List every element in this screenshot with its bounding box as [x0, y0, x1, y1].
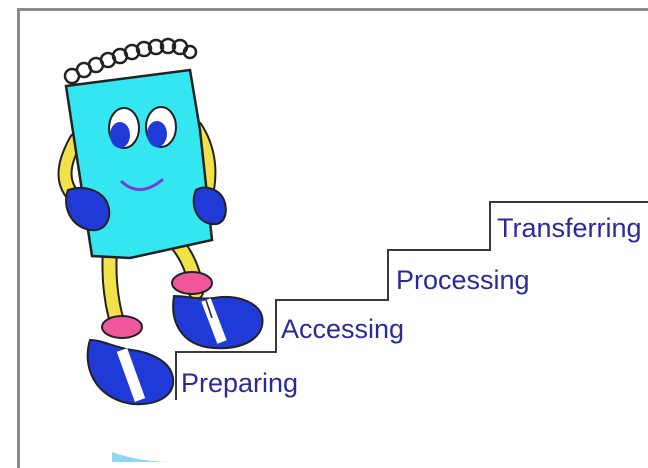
glove-left — [65, 186, 111, 232]
shoe-right — [172, 294, 264, 350]
glove-right — [192, 186, 227, 226]
shoe-left — [86, 338, 175, 406]
eyes — [108, 106, 177, 149]
step-label-transferring: Transferring — [497, 213, 642, 243]
step-label-preparing: Preparing — [181, 368, 299, 398]
swoosh-decoration — [112, 452, 170, 462]
step-label-accessing: Accessing — [281, 314, 405, 344]
spiral-binding — [63, 37, 198, 85]
smile — [120, 178, 164, 191]
picture-frame — [17, 8, 648, 468]
staircase — [175, 201, 648, 400]
sock-left — [101, 315, 143, 339]
step-label-processing: Processing — [396, 265, 530, 295]
sock-right — [171, 271, 213, 295]
